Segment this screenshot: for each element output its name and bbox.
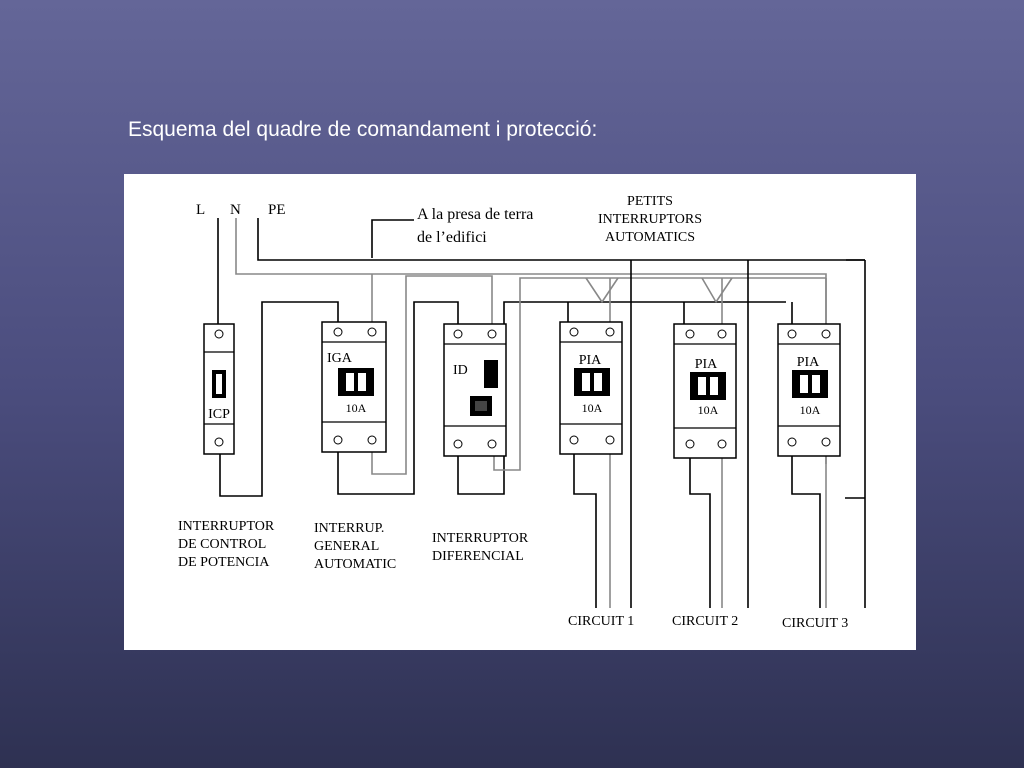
icp-caption-1: INTERRUPTOR xyxy=(178,519,275,534)
device-pia-1: PIA 10A xyxy=(559,321,623,455)
circuit-1-label: CIRCUIT 1 xyxy=(568,614,634,629)
slide-title: Esquema del quadre de comandament i prot… xyxy=(128,118,598,141)
iga-caption-2: GENERAL xyxy=(314,539,379,554)
pia1-rating: 10A xyxy=(582,401,603,415)
wire-iga-id-neutral xyxy=(371,275,493,475)
supply-neutral-label: N xyxy=(230,202,241,218)
icp-caption-3: DE POTENCIA xyxy=(178,555,270,570)
device-id: ID xyxy=(443,323,507,457)
iga-caption-3: AUTOMATIC xyxy=(314,557,396,572)
earth-note-line1: A la presa de terra xyxy=(417,206,533,223)
wiring-diagram: L N PE A la presa de terra de l’edifici … xyxy=(124,174,916,650)
id-caption-2: DIFERENCIAL xyxy=(432,549,524,564)
circuit1-wires xyxy=(573,446,597,608)
pia1-tag: PIA xyxy=(579,353,602,368)
earth-right-stub xyxy=(845,259,865,499)
wire-id-line-bus xyxy=(457,301,793,495)
circuit-3-label: CIRCUIT 3 xyxy=(782,616,848,631)
icp-caption-2: DE CONTROL xyxy=(178,537,266,552)
id-caption-1: INTERRUPTOR xyxy=(432,531,529,546)
iga-tag: IGA xyxy=(327,351,353,366)
pia3-tag: PIA xyxy=(797,355,820,370)
wire-icp-iga xyxy=(219,301,339,497)
pia-group-label-3: AUTOMATICS xyxy=(605,230,695,245)
pia2-rating: 10A xyxy=(698,403,719,417)
iga-caption-1: INTERRUP. xyxy=(314,521,384,536)
wire-id-neutral-bus xyxy=(493,277,827,471)
wire-iga-id-line xyxy=(337,301,459,495)
device-iga: IGA 10A xyxy=(321,321,387,453)
supply-line-label: L xyxy=(196,202,205,218)
circuit3-wires xyxy=(791,446,821,608)
device-pia-2: PIA 10A xyxy=(673,323,737,459)
id-tag: ID xyxy=(453,363,468,378)
pia2-tag: PIA xyxy=(695,357,718,372)
icp-tag: ICP xyxy=(208,407,230,422)
wiring-diagram-svg: L N PE A la presa de terra de l’edifici … xyxy=(178,194,866,631)
supply-earth-label: PE xyxy=(268,202,286,218)
iga-rating: 10A xyxy=(346,401,367,415)
pia-group-label-2: INTERRUPTORS xyxy=(598,212,702,227)
pia3-rating: 10A xyxy=(800,403,821,417)
device-icp: ICP xyxy=(203,323,235,455)
earth-bar xyxy=(257,218,865,261)
earth-note-leader xyxy=(371,219,414,258)
circuit-2-label: CIRCUIT 2 xyxy=(672,614,738,629)
circuit2-wires xyxy=(689,454,711,608)
device-pia-3: PIA 10A xyxy=(777,323,841,457)
earth-note-line2: de l’edifici xyxy=(417,229,487,246)
pia-crossover xyxy=(585,277,733,303)
pia-group-label-1: PETITS xyxy=(627,194,673,209)
